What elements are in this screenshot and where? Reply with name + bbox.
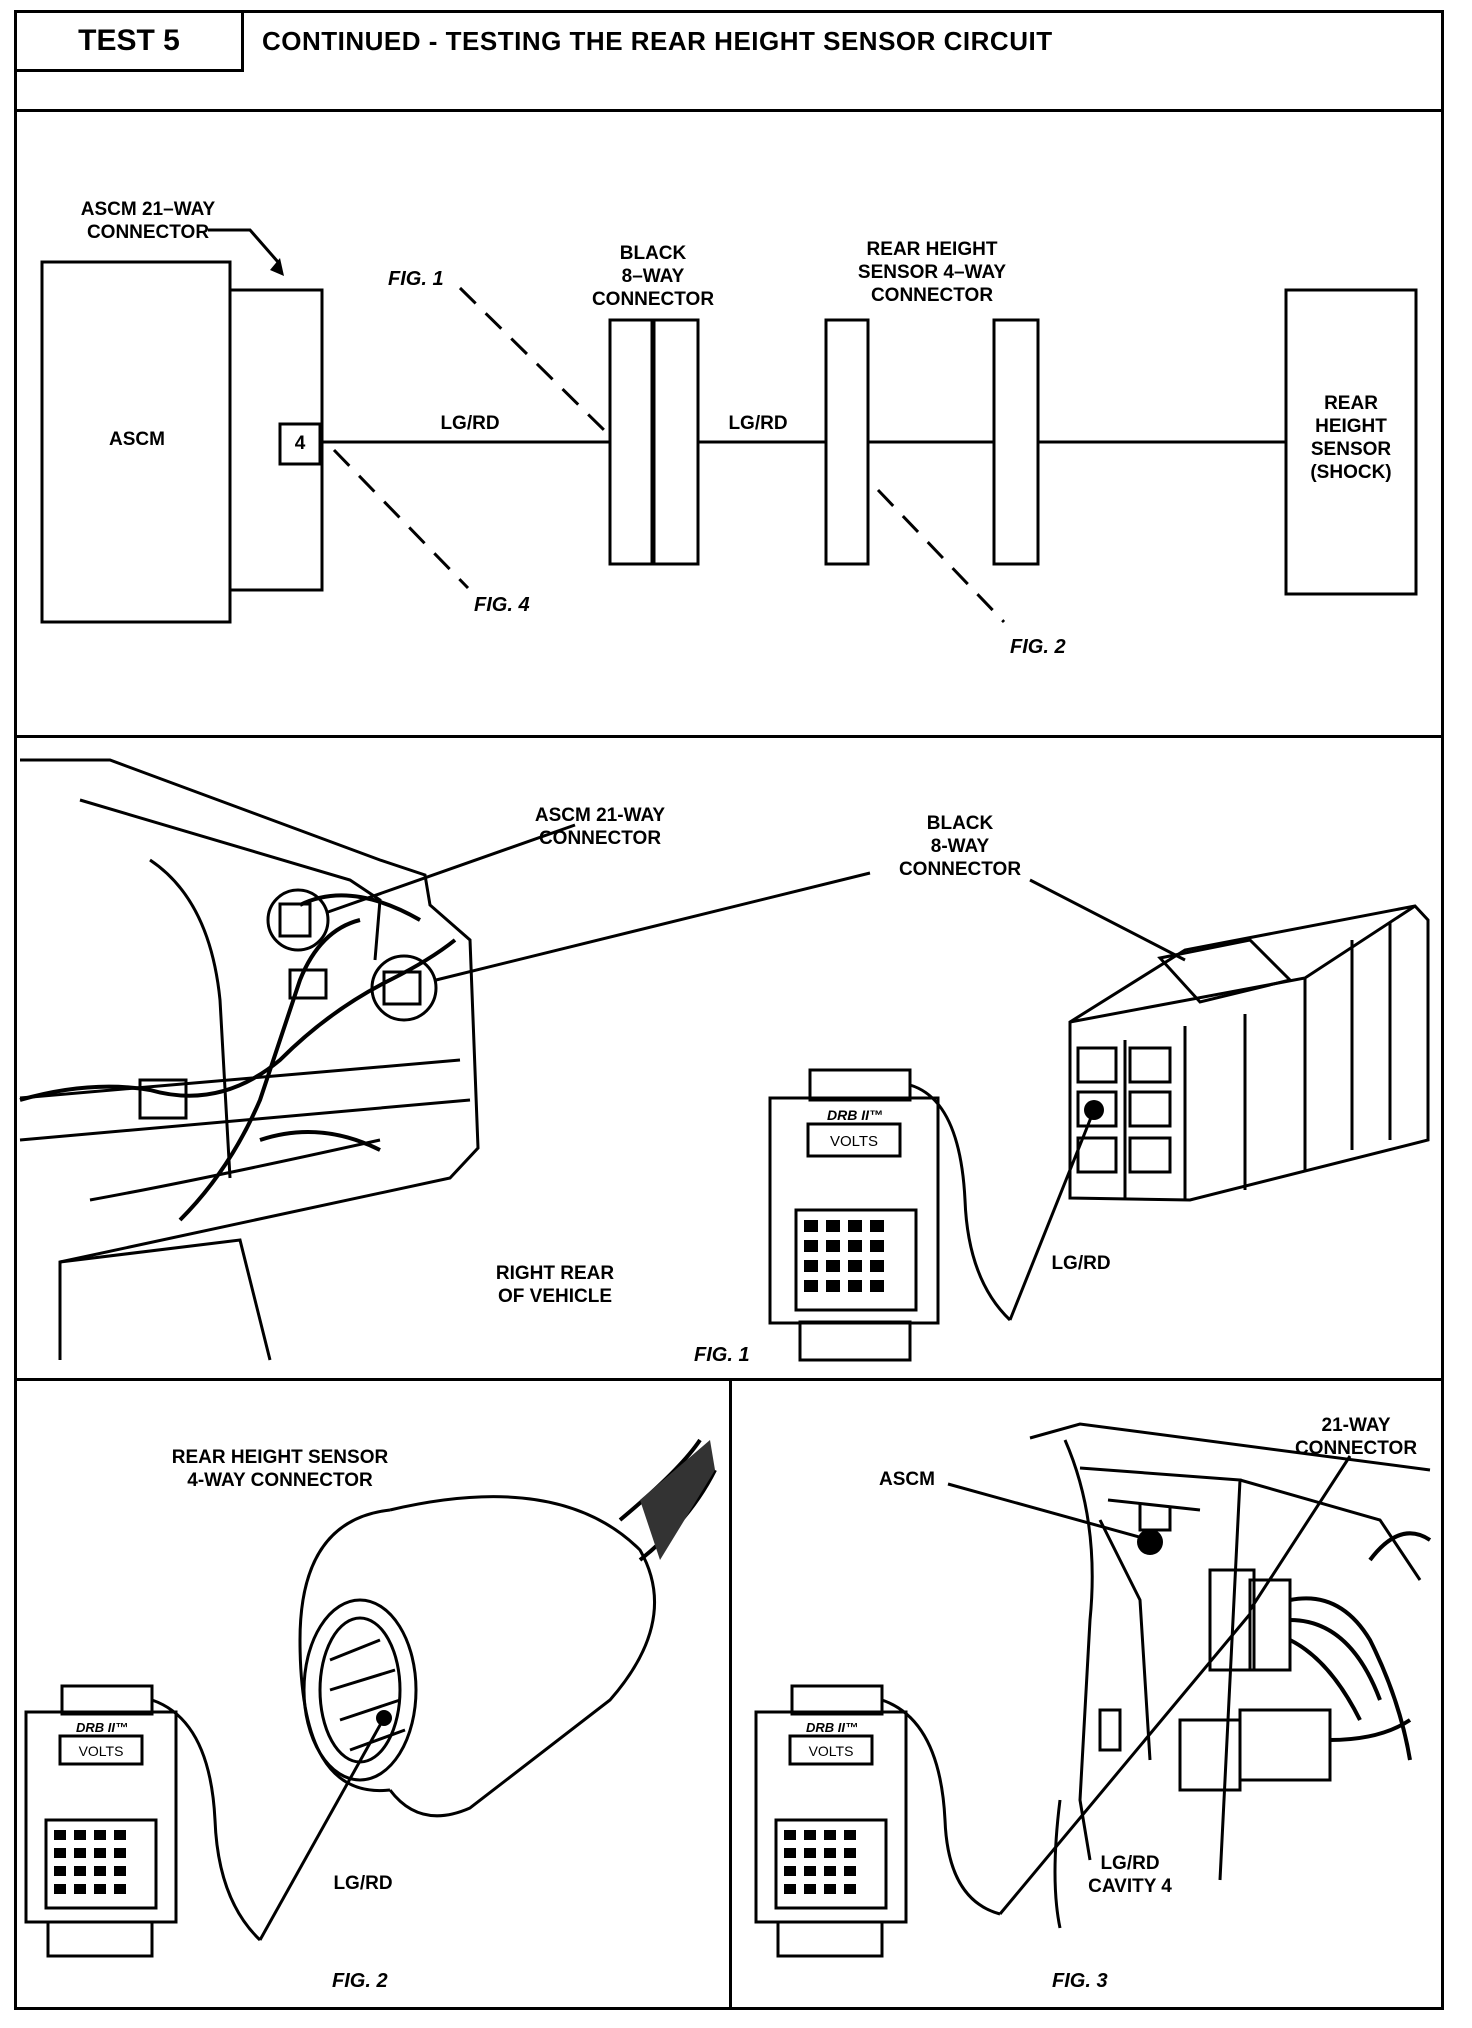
fig2-wire-label: LG/RD	[333, 1873, 393, 1894]
fig1-black-connector-label: BLACK 8-WAY CONNECTOR	[898, 813, 1022, 880]
fig3-tool-display: VOLTS	[808, 1743, 854, 1759]
fig2-connector-label: REAR HEIGHT SENSOR 4-WAY CONNECTOR	[171, 1447, 389, 1491]
black-connector-right	[652, 318, 700, 566]
ascm-connector-label: ASCM 21–WAY CONNECTOR	[80, 199, 216, 243]
sensor-label: REAR HEIGHT SENSOR (SHOCK)	[1310, 393, 1392, 483]
fig3-wire-label: LG/RD CAVITY 4	[1088, 1853, 1172, 1897]
cavity-number: 4	[294, 433, 306, 454]
test-label-box	[14, 10, 244, 72]
ascm-label: ASCM	[109, 429, 165, 450]
fig1-tool-brand: DRB II™	[827, 1107, 883, 1123]
fig2-caption: FIG. 2	[332, 1970, 388, 1992]
sensor-box	[1284, 288, 1418, 596]
page-frame	[14, 10, 1444, 2010]
header-divider	[14, 109, 1444, 112]
fig2-ref: FIG. 2	[1010, 636, 1066, 658]
panel-divider	[729, 1378, 732, 2008]
fig1-caption: FIG. 1	[694, 1344, 750, 1366]
fig3-caption: FIG. 3	[1052, 1970, 1108, 1992]
section-divider-1	[14, 735, 1444, 738]
test-label: TEST 5	[78, 24, 180, 57]
wire-label-2: LG/RD	[728, 413, 788, 434]
fig1-location-label: RIGHT REAR OF VEHICLE	[495, 1263, 615, 1307]
fig3-tool-brand: DRB II™	[806, 1720, 858, 1735]
page-title: CONTINUED - TESTING THE REAR HEIGHT SENS…	[262, 26, 1053, 56]
rh-connector-left	[824, 318, 870, 566]
black-connector-left	[608, 318, 654, 566]
wire-label-1: LG/RD	[440, 413, 500, 434]
fig1-tool-display: VOLTS	[829, 1133, 879, 1150]
cavity-box	[278, 422, 322, 466]
fig1-ascm-connector-label: ASCM 21-WAY CONNECTOR	[534, 805, 666, 849]
black-connector-label: BLACK 8–WAY CONNECTOR	[591, 243, 715, 310]
ascm-connector-box	[228, 288, 324, 592]
rh-connector-right	[992, 318, 1040, 566]
fig3-connector-label: 21-WAY CONNECTOR	[1294, 1415, 1418, 1459]
rear-height-connector-label: REAR HEIGHT SENSOR 4–WAY CONNECTOR	[857, 239, 1007, 306]
fig4-ref: FIG. 4	[474, 594, 530, 616]
fig1-ref: FIG. 1	[388, 268, 444, 290]
fig2-tool-display: VOLTS	[78, 1743, 124, 1759]
fig2-tool-brand: DRB II™	[76, 1720, 128, 1735]
fig1-wire-label: LG/RD	[1051, 1253, 1111, 1274]
fig3-ascm-label: ASCM	[879, 1469, 935, 1490]
